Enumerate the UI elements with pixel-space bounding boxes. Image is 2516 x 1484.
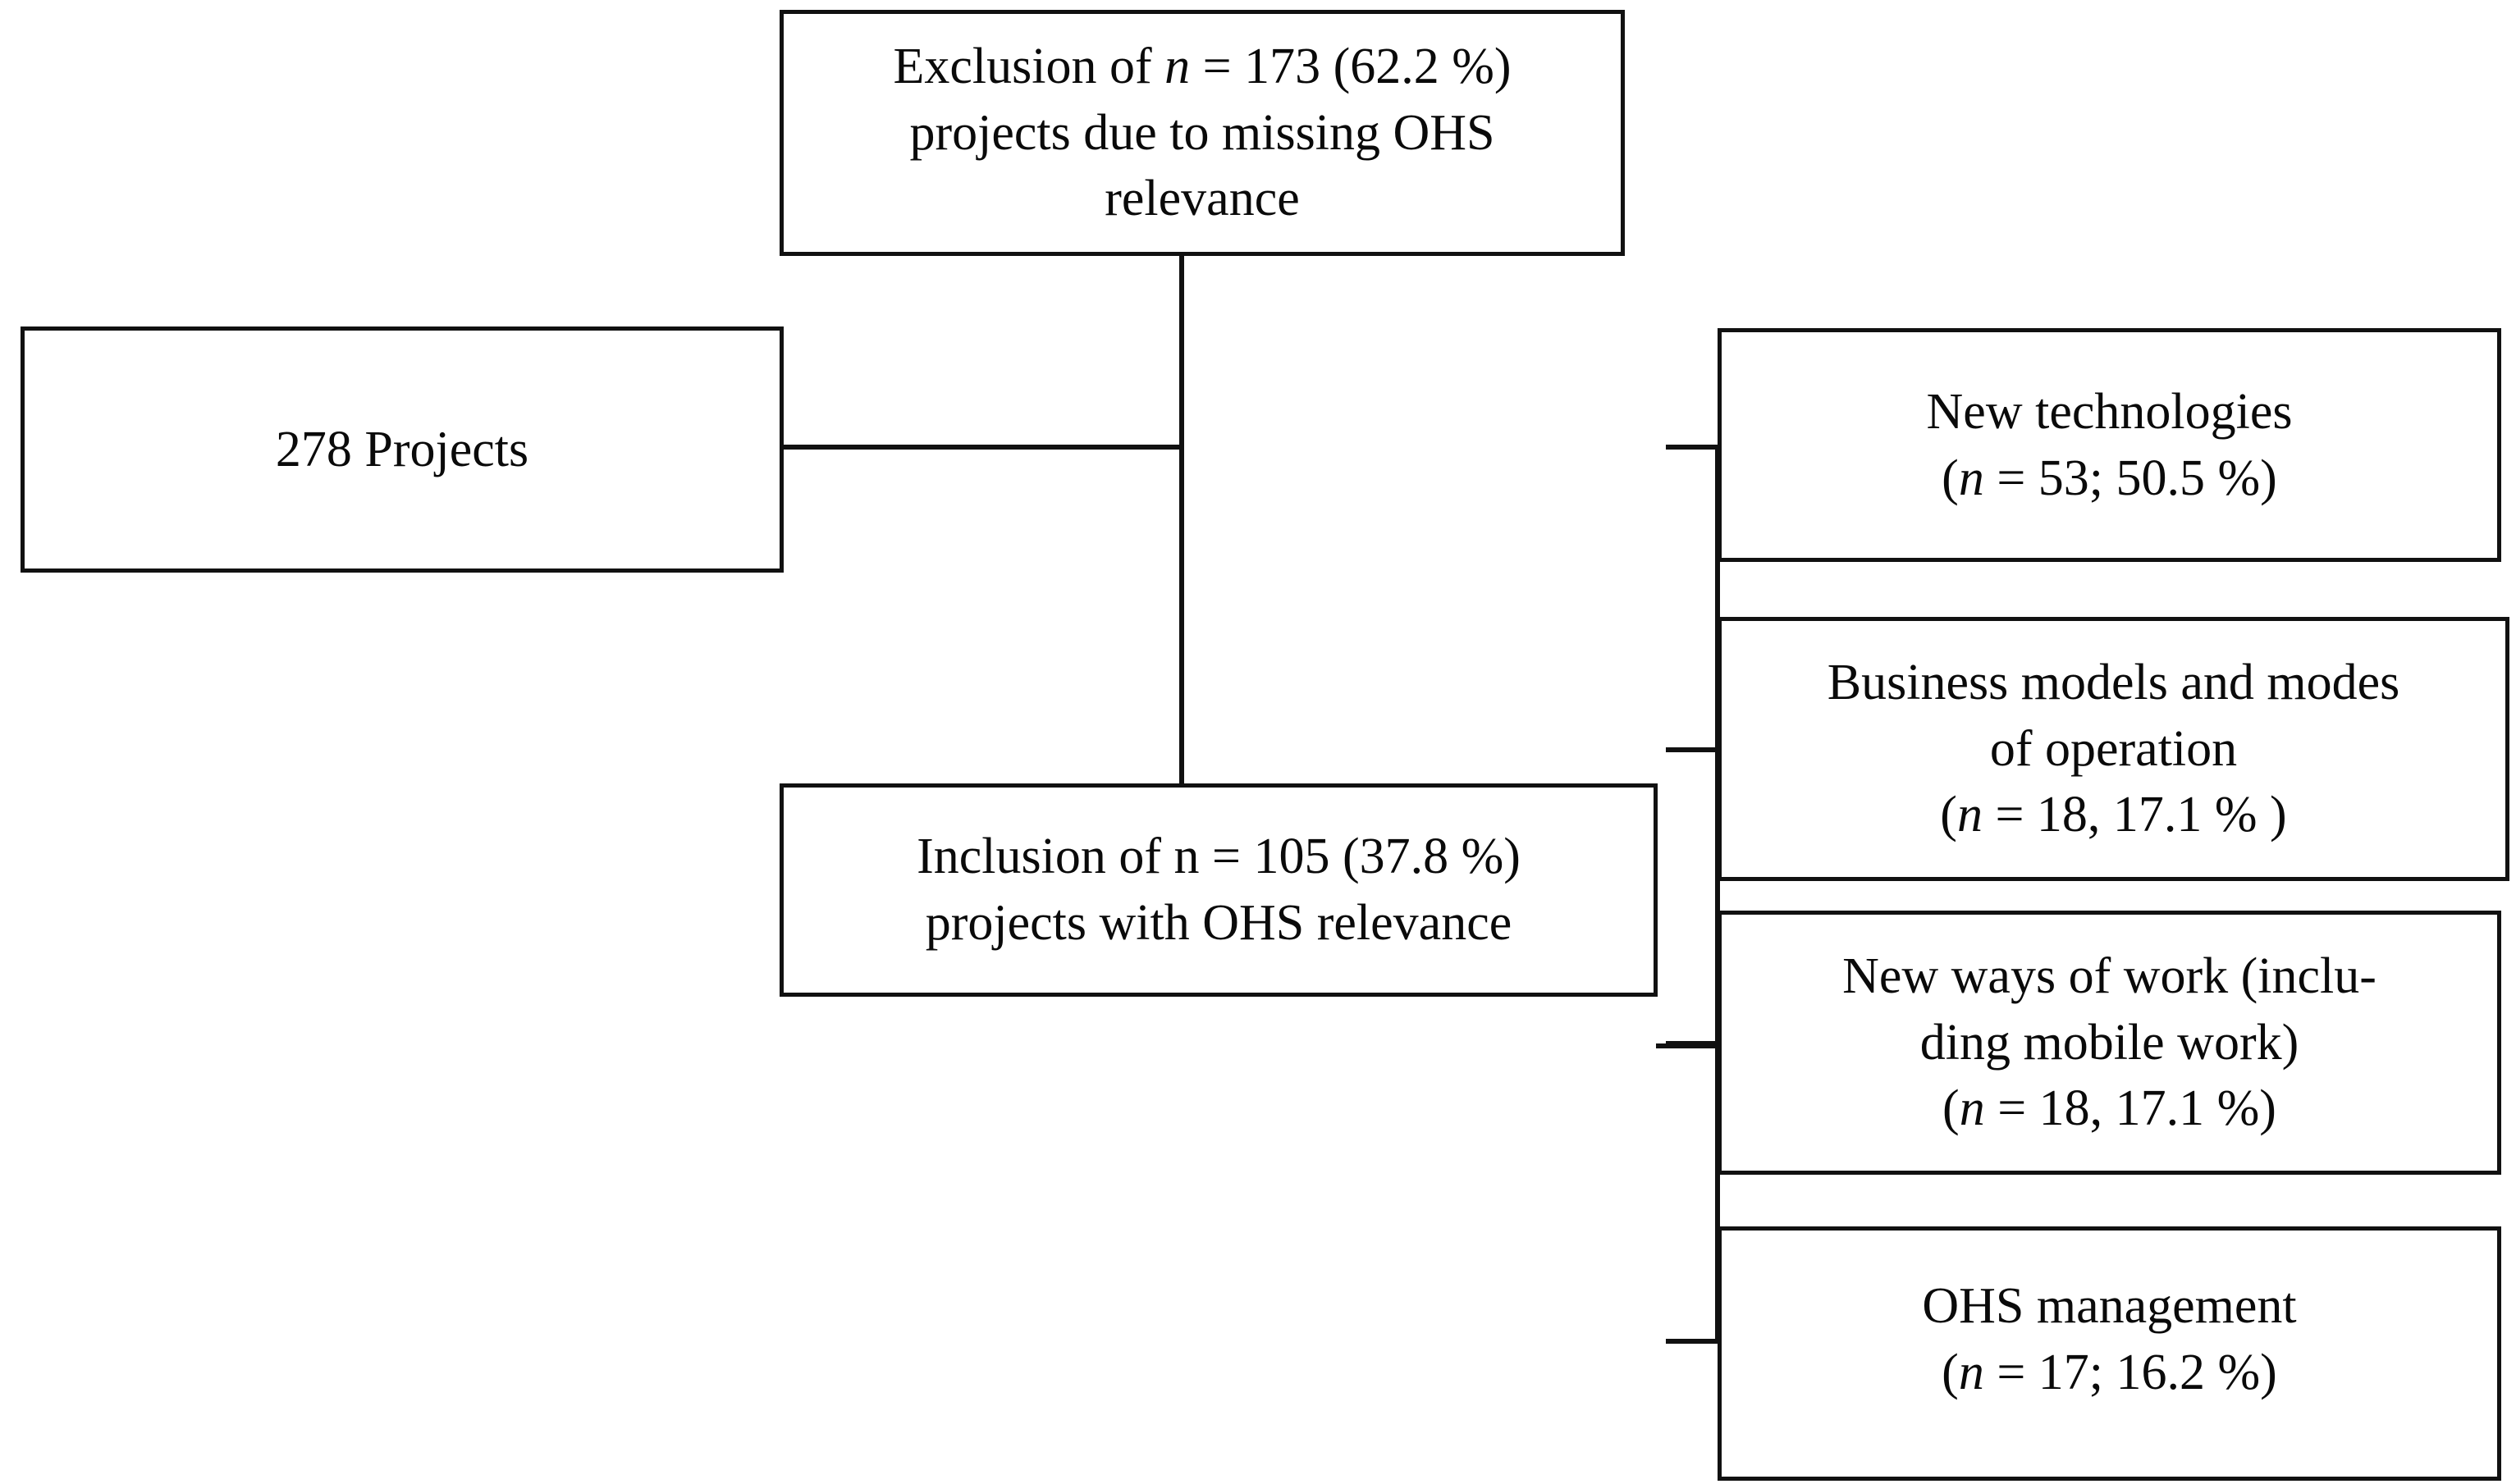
node-source-projects-label: 278 Projects xyxy=(275,421,529,477)
node-category-business-models: Business models and modes of operation (… xyxy=(1718,617,2509,881)
node-category-new-technologies-label: New technologies (n = 53; 50.5 %) xyxy=(1926,383,2293,506)
connector-spine-vertical xyxy=(1715,445,1720,1344)
connector-inclusion-to-spine xyxy=(1656,1043,1720,1048)
connector-source-to-trunk xyxy=(784,445,1184,450)
node-category-ohs-management: OHS management (n = 17; 16.2 %) xyxy=(1718,1226,2501,1481)
connector-trunk-vertical xyxy=(1179,254,1184,786)
node-category-ohs-management-label: OHS management (n = 17; 16.2 %) xyxy=(1922,1278,2297,1400)
node-category-business-models-label: Business models and modes of operation (… xyxy=(1827,655,2400,843)
connector-spine-to-new-technologies xyxy=(1666,445,1720,450)
node-exclusion: Exclusion of n = 173 (62.2 %) projects d… xyxy=(780,10,1625,256)
node-source-projects: 278 Projects xyxy=(21,326,784,573)
node-exclusion-label: Exclusion of n = 173 (62.2 %) projects d… xyxy=(893,39,1512,227)
connector-spine-to-ohs-management xyxy=(1666,1339,1720,1344)
node-inclusion-label: Inclusion of n = 105 (37.8 %) projects w… xyxy=(917,829,1521,951)
node-category-new-technologies: New technologies (n = 53; 50.5 %) xyxy=(1718,328,2501,562)
connector-spine-to-new-ways-of-work xyxy=(1666,1041,1720,1046)
node-category-new-ways-of-work-label: New ways of work (inclu- ding mobile wor… xyxy=(1842,948,2376,1137)
connector-spine-to-business-models xyxy=(1666,747,1720,752)
node-category-new-ways-of-work: New ways of work (inclu- ding mobile wor… xyxy=(1718,911,2501,1175)
node-inclusion: Inclusion of n = 105 (37.8 %) projects w… xyxy=(780,783,1658,997)
